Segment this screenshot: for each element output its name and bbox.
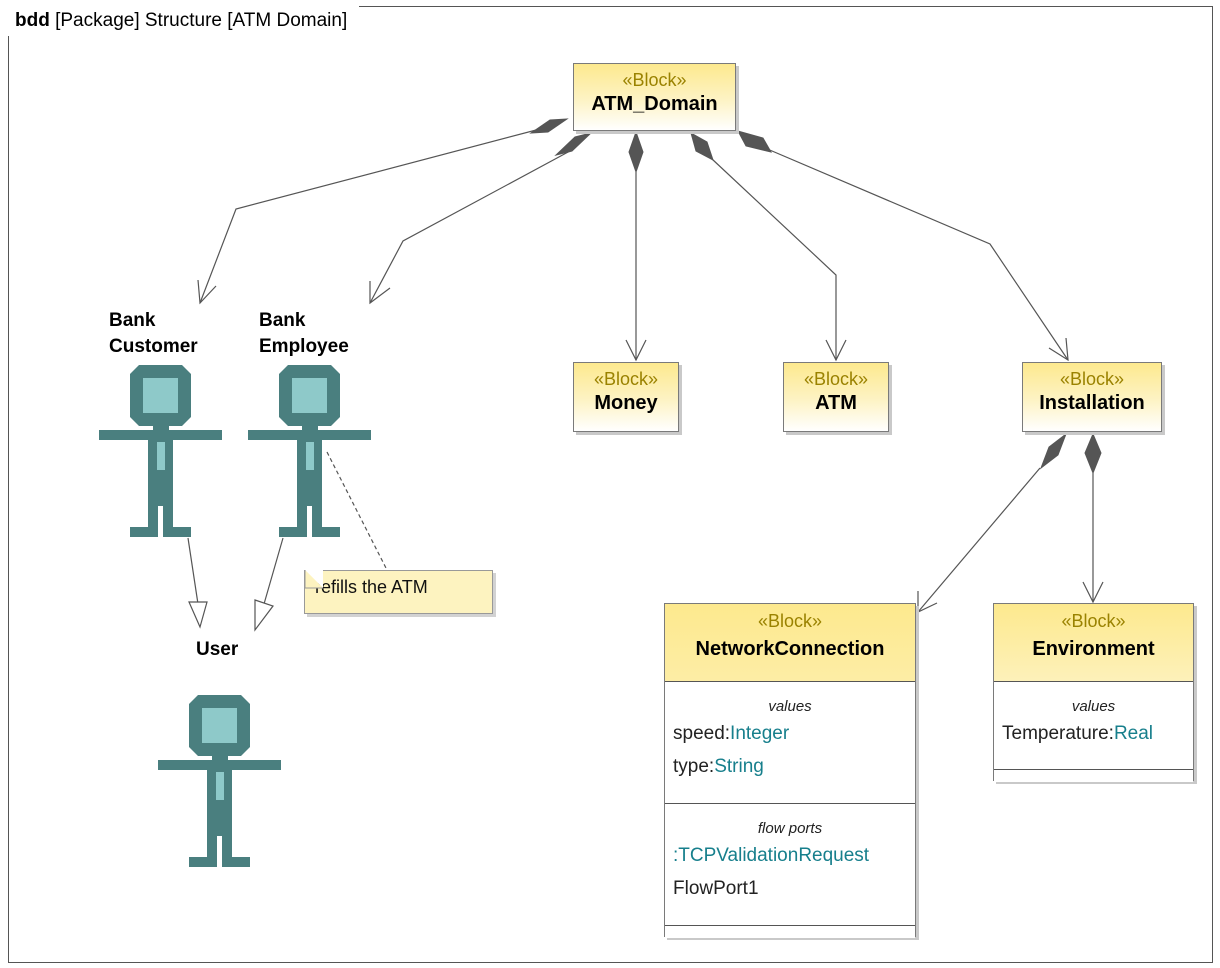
actor-label-user: User (196, 637, 238, 663)
block-name: NetworkConnection (695, 638, 885, 660)
generalization-bank-employee-to-user[interactable] (263, 537, 284, 605)
composition-diamond (529, 118, 569, 134)
generalization-bank-customer-to-user[interactable] (187, 537, 199, 605)
block-name: ATM_Domain (591, 93, 718, 115)
value-property[interactable]: speed:Integer (665, 717, 915, 750)
block-stereotype: «Block» (757, 611, 823, 631)
arrowhead (825, 339, 847, 362)
composition-atm-domain-to-atm[interactable] (711, 158, 837, 360)
actor-label-bank-customer: Bank Customer (109, 308, 198, 360)
values-compartment: values Temperature:Real (994, 681, 1193, 770)
arrowhead (917, 591, 938, 613)
diagram-frame (8, 6, 1213, 963)
composition-atm-domain-to-bank-employee[interactable] (369, 150, 571, 304)
property-type: String (714, 756, 764, 777)
block-environment[interactable]: «Block» Environment values Temperature:R… (993, 603, 1194, 782)
block-installation[interactable]: «Block» Installation (1022, 362, 1162, 432)
note-anchor-line (326, 451, 389, 573)
arrowhead (197, 279, 217, 305)
block-name: ATM (815, 392, 857, 414)
composition-diamond (737, 130, 773, 153)
note-refills-atm[interactable]: refills the ATM (304, 570, 493, 614)
actor-label-line: Customer (109, 336, 198, 357)
block-network-connection[interactable]: «Block» NetworkConnection values speed:I… (664, 603, 916, 938)
actor-label-bank-employee: Bank Employee (259, 308, 349, 360)
empty-compartment (665, 925, 915, 938)
block-atm[interactable]: «Block» ATM (783, 362, 889, 432)
compartment-title: flow ports (757, 820, 823, 837)
generalization-triangle (254, 599, 274, 632)
actor-label-line: Bank (259, 310, 306, 331)
property-type: Real (1113, 723, 1154, 744)
actor-bank-customer-icon[interactable] (99, 365, 222, 537)
diagram-kind: bdd (15, 10, 50, 31)
actor-label-line: Bank (109, 310, 156, 331)
property-name: speed: (673, 723, 731, 744)
block-stereotype: «Block» (1059, 369, 1125, 389)
empty-compartment (994, 769, 1193, 782)
property-name: type: (673, 756, 715, 777)
arrowhead (369, 281, 391, 305)
actor-bank-employee-icon[interactable] (248, 365, 371, 537)
composition-diamond (1039, 432, 1068, 470)
arrowhead (1082, 581, 1104, 604)
composition-diamond (628, 130, 644, 174)
port-type: :TCPValidationRequest (673, 845, 870, 866)
port-name: FlowPort1 (673, 878, 759, 899)
block-stereotype: «Block» (803, 369, 869, 389)
composition-installation-to-network-connection[interactable] (917, 467, 1041, 613)
values-compartment: values speed:Integer type:String (665, 681, 915, 804)
composition-diamond (690, 131, 714, 162)
block-name: Installation (1039, 392, 1145, 414)
actor-label-line: User (196, 639, 239, 660)
compartment-title: values (1071, 698, 1116, 715)
block-name: Money (594, 392, 658, 414)
block-stereotype: «Block» (593, 369, 659, 389)
diagram-title: [Package] Structure [ATM Domain] (55, 10, 348, 31)
property-type: Integer (730, 723, 790, 744)
composition-diamond (1084, 432, 1102, 475)
actor-label-line: Employee (259, 336, 349, 357)
block-name: Environment (1032, 638, 1155, 660)
composition-diamond (554, 132, 593, 156)
block-stereotype: «Block» (1061, 611, 1126, 631)
note-text: refills the ATM (315, 577, 428, 597)
arrowhead (625, 339, 647, 362)
property-name: Temperature: (1002, 723, 1114, 744)
arrowhead (1048, 337, 1069, 362)
generalization-triangle (188, 601, 208, 629)
actor-user-icon[interactable] (158, 695, 281, 867)
value-property[interactable]: Temperature:Real (994, 717, 1193, 750)
block-atm-domain[interactable]: «Block» ATM_Domain (573, 63, 736, 131)
flow-port[interactable]: FlowPort1 (665, 872, 915, 905)
block-money[interactable]: «Block» Money (573, 362, 679, 432)
flow-ports-compartment: flow ports :TCPValidationRequest FlowPor… (665, 803, 915, 926)
compartment-title: values (768, 698, 812, 715)
composition-atm-domain-to-installation[interactable] (764, 147, 1069, 361)
composition-atm-domain-to-bank-customer[interactable] (199, 128, 541, 304)
block-stereotype: «Block» (622, 70, 687, 90)
flow-port[interactable]: :TCPValidationRequest (665, 839, 915, 872)
diagram-frame-header: bdd [Package] Structure [ATM Domain] (8, 6, 360, 36)
value-property[interactable]: type:String (665, 750, 915, 783)
note-fold-corner (304, 570, 323, 589)
